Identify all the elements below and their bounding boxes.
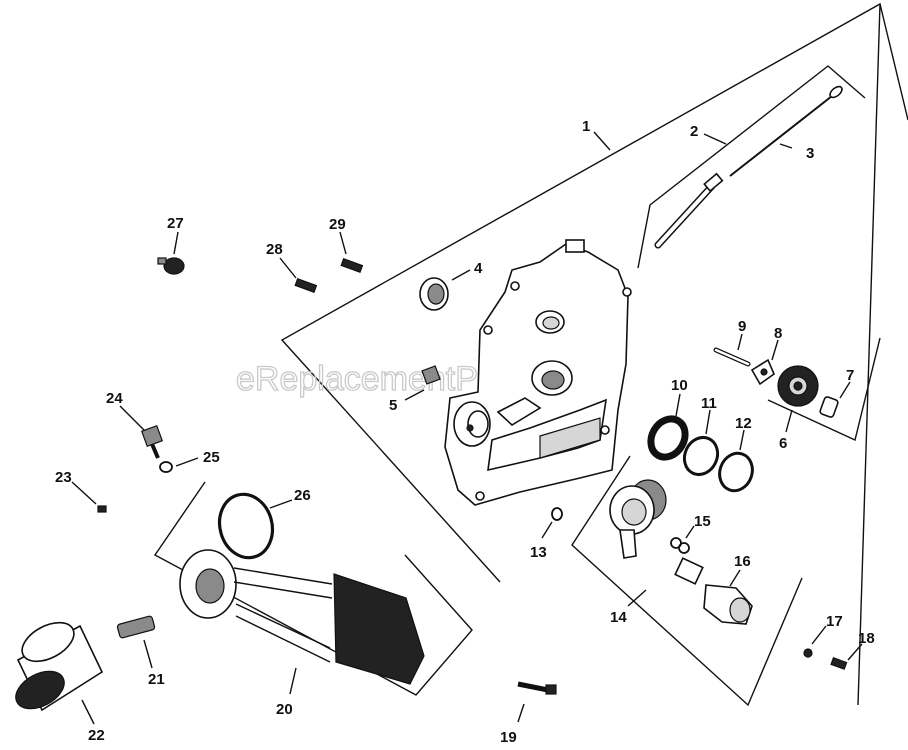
group-outlines	[153, 2, 908, 707]
callout-4: 4	[474, 260, 483, 277]
o-ring-13	[551, 507, 563, 521]
callout-17: 17	[826, 613, 843, 630]
callout-14: 14	[610, 609, 627, 626]
oil-cooler-assembly	[179, 549, 425, 685]
dipstick-tube	[654, 172, 724, 249]
callout-22: 22	[88, 727, 105, 744]
callout-11: 11	[701, 395, 717, 412]
callout-12: 12	[735, 415, 752, 432]
callout-13: 13	[530, 544, 547, 561]
bracket-oil-cooler-group	[153, 481, 473, 696]
callout-16: 16	[734, 553, 751, 570]
bracket-right-edge	[857, 3, 881, 706]
callouts: 1 2 3 4 5 6 7 8 9 10 11 12 13 14 15 16 1…	[55, 118, 875, 746]
callout-19: 19	[500, 729, 517, 746]
breather-27	[157, 257, 185, 275]
screw-29	[340, 257, 364, 273]
callout-26: 26	[294, 487, 311, 504]
screw-23	[97, 505, 107, 513]
o-ring-26	[217, 492, 275, 560]
pressure-relief-valve	[674, 557, 753, 625]
closure-plate	[444, 239, 632, 506]
dipstick	[729, 85, 843, 177]
callout-6: 6	[779, 435, 787, 452]
o-ring-12	[718, 451, 754, 493]
callout-21: 21	[148, 671, 165, 688]
callout-7: 7	[846, 367, 854, 384]
cross-shaft	[713, 347, 751, 367]
callout-1: 1	[582, 118, 590, 135]
washer-17	[803, 648, 813, 658]
bracket-closure-plate-group	[280, 2, 908, 583]
callout-10: 10	[671, 377, 688, 394]
callout-28: 28	[266, 241, 283, 258]
bolt-19	[517, 681, 557, 695]
callout-20: 20	[276, 701, 293, 718]
bracket-dipstick-group	[637, 65, 866, 269]
governor-gear	[777, 365, 819, 407]
o-ring-25	[159, 461, 173, 473]
bracket-gear-group	[767, 337, 881, 441]
callout-8: 8	[774, 325, 782, 342]
oil-filter	[15, 621, 104, 712]
oil-pump-seal	[647, 415, 689, 461]
screw-18	[830, 657, 848, 670]
callout-24: 24	[106, 390, 123, 407]
bracket-pump-group	[571, 455, 803, 707]
callout-15: 15	[694, 513, 711, 530]
callout-2: 2	[690, 123, 698, 140]
o-ring-11	[682, 436, 720, 476]
callout-29: 29	[329, 216, 346, 233]
gear-shaft-pin	[819, 396, 839, 418]
callout-27: 27	[167, 215, 184, 232]
callout-25: 25	[203, 449, 220, 466]
callout-18: 18	[858, 630, 875, 647]
oil-pump-assembly	[609, 479, 667, 559]
callout-5: 5	[389, 397, 397, 414]
o-ring-15	[670, 537, 690, 554]
oil-seal	[419, 277, 449, 311]
screw-28	[294, 277, 318, 293]
callout-23: 23	[55, 469, 72, 486]
regulating-pin	[750, 358, 775, 386]
adapter-fitting	[116, 615, 156, 639]
callout-3: 3	[806, 145, 814, 162]
leader-lines	[71, 131, 863, 725]
bushing	[421, 365, 441, 385]
callout-9: 9	[738, 318, 746, 335]
oil-pressure-switch	[140, 424, 164, 459]
